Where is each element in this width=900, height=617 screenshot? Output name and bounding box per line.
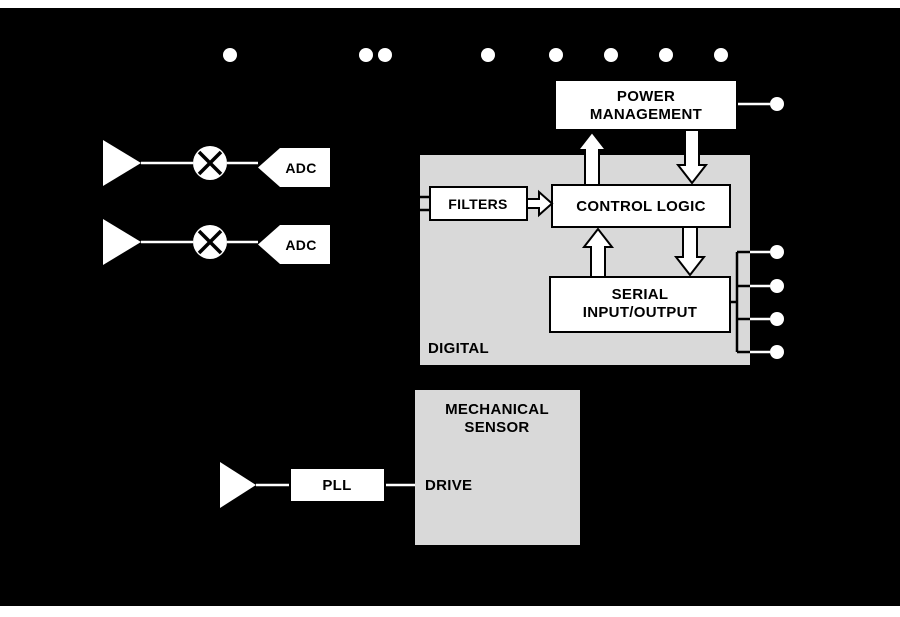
digital-region-label: DIGITAL — [428, 340, 489, 357]
arrow-power-management-to-control-logic — [675, 129, 709, 185]
adc-bottom-block: ADC — [258, 225, 330, 264]
drive-label: DRIVE — [425, 477, 472, 494]
bond-pad-dot — [359, 48, 373, 62]
signal-wires — [141, 102, 770, 487]
amplifier-triangle-icon — [103, 219, 141, 265]
bond-pad-dot — [770, 312, 784, 326]
bond-pad-dot — [604, 48, 618, 62]
power-management-label-line1: POWER — [617, 88, 675, 105]
bond-pad-dot — [549, 48, 563, 62]
filters-block: FILTERS — [429, 186, 528, 221]
control-logic-block: CONTROL LOGIC — [551, 184, 731, 228]
power-management-block: POWER MANAGEMENT — [554, 79, 738, 131]
bond-pad-dot — [481, 48, 495, 62]
filters-label: FILTERS — [448, 196, 507, 212]
adc-top-label: ADC — [285, 160, 316, 176]
adc-blocks: ADC ADC — [258, 148, 330, 264]
adc-bottom-label: ADC — [285, 237, 316, 253]
mechanical-sensor-block: MECHANICAL SENSOR DRIVE — [415, 390, 580, 545]
block-arrows — [526, 129, 709, 278]
pll-block: PLL — [289, 467, 386, 503]
mixer-circle-x-icon — [193, 225, 227, 259]
serial-io-block: SERIAL INPUT/OUTPUT — [549, 276, 731, 333]
amplifiers — [103, 140, 256, 508]
amplifier-triangle-icon — [220, 462, 256, 508]
mechanical-sensor-box — [415, 390, 580, 545]
arrow-filters-to-control-logic — [526, 189, 554, 218]
serial-io-label-line2: INPUT/OUTPUT — [583, 304, 697, 321]
bond-pad-dot — [378, 48, 392, 62]
pll-label: PLL — [322, 477, 351, 494]
arrow-serial-io-to-control-logic — [581, 227, 615, 278]
arrow-control-logic-to-power-management — [575, 130, 609, 186]
digital-internal-wires — [420, 195, 750, 354]
bond-pad-dot — [714, 48, 728, 62]
amplifier-triangle-icon — [103, 140, 141, 186]
adc-top-block: ADC — [258, 148, 330, 187]
power-management-label-line2: MANAGEMENT — [590, 106, 702, 123]
mechanical-sensor-label-line1: MECHANICAL — [445, 401, 549, 418]
bond-pad-dot — [770, 97, 784, 111]
mixers — [193, 146, 227, 259]
control-logic-label: CONTROL LOGIC — [576, 198, 705, 215]
mechanical-sensor-label-line2: SENSOR — [464, 419, 529, 436]
bond-pad-dot — [770, 279, 784, 293]
bond-pad-dot — [770, 245, 784, 259]
serial-io-label-line1: SERIAL — [612, 286, 669, 303]
bond-pad-dot — [770, 345, 784, 359]
arrow-control-logic-to-serial-io — [673, 226, 707, 277]
mixer-circle-x-icon — [193, 146, 227, 180]
bond-pad-dot — [223, 48, 237, 62]
bond-pads-top — [223, 48, 728, 62]
bond-pads-right — [770, 97, 784, 359]
bond-pad-dot — [659, 48, 673, 62]
